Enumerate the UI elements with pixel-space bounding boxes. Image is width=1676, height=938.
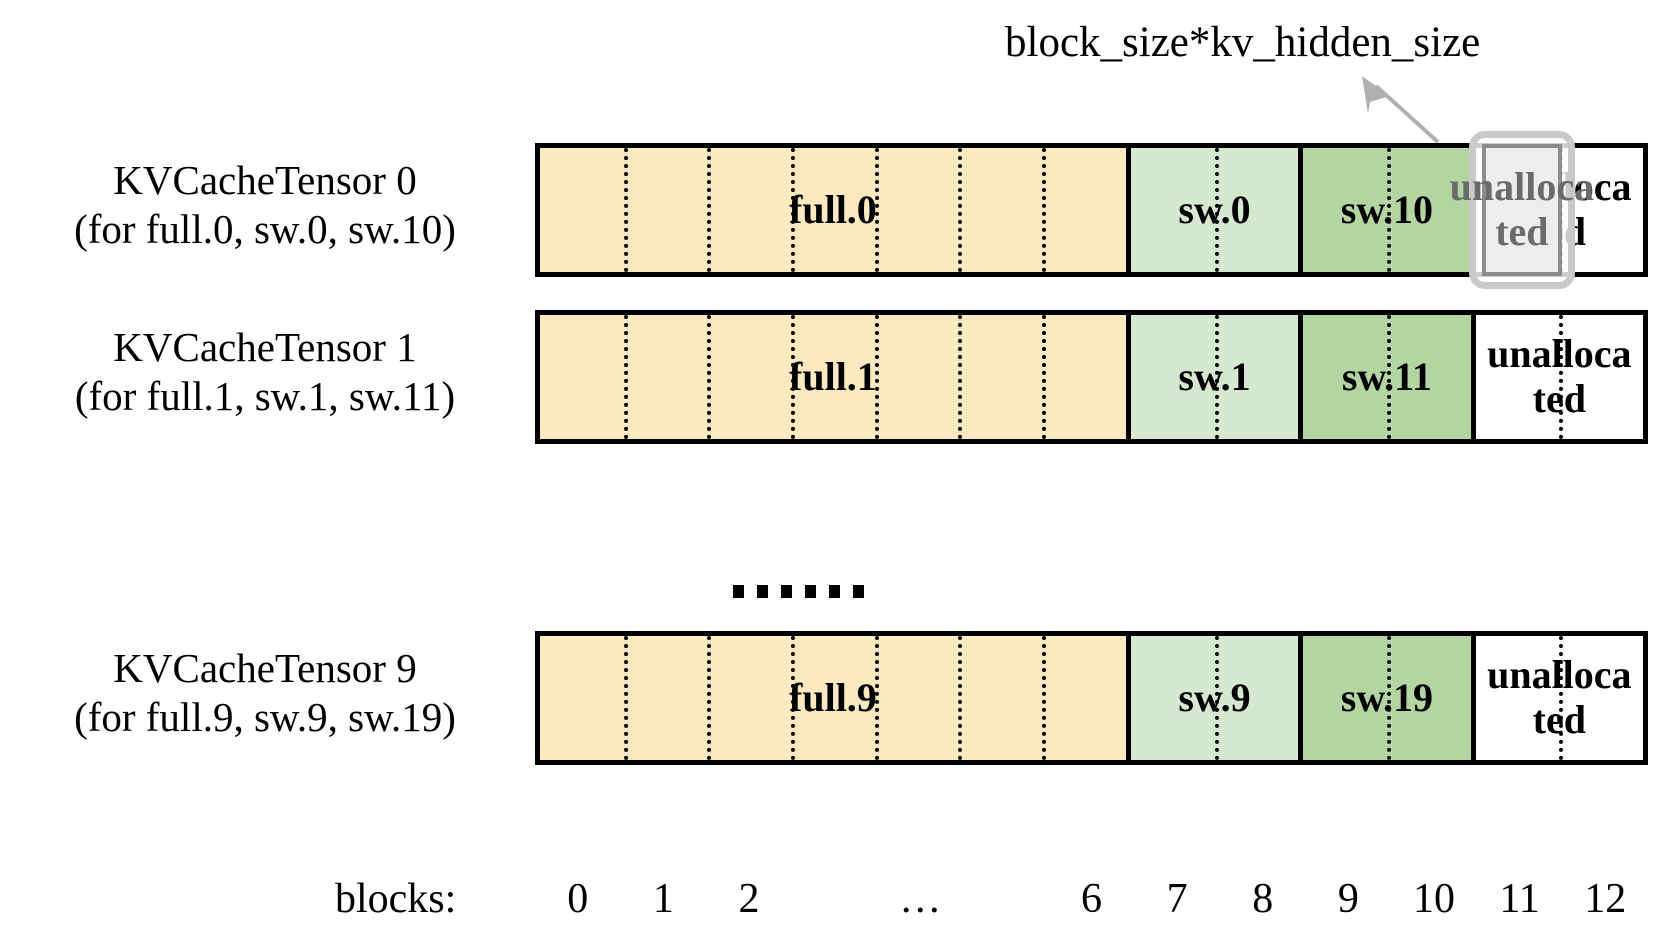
tensor-row-subtitle: (for full.9, sw.9, sw.19) xyxy=(74,694,456,741)
segment-label: full.1 xyxy=(789,353,877,399)
block-divider xyxy=(791,148,796,272)
axis-tick-11: 11 xyxy=(1499,876,1540,922)
block-divider xyxy=(958,636,963,760)
tensor-row-label-0: KVCacheTensor 0(for full.0, sw.0, sw.10) xyxy=(15,156,515,254)
segment-sliding-window: sw.1 xyxy=(1125,315,1299,439)
segment-label: sw.11 xyxy=(1341,353,1432,399)
tensor-row-title: KVCacheTensor 0 xyxy=(113,157,417,203)
block-divider xyxy=(1214,148,1219,272)
axis-tick-12: 12 xyxy=(1584,876,1627,922)
segment-label: unalloca ted xyxy=(1487,331,1632,421)
segment-full: full.0 xyxy=(540,148,1126,272)
block-divider xyxy=(1386,636,1391,760)
segment-label: sw.1 xyxy=(1178,353,1251,399)
tensor-row-subtitle: (for full.1, sw.1, sw.11) xyxy=(74,373,456,420)
block-divider xyxy=(707,636,712,760)
kv-cache-tensor-bar: full.9 sw.9 sw.19 unalloca ted xyxy=(535,631,1648,765)
segment-sliding-window: sw.19 xyxy=(1298,636,1471,760)
block-divider xyxy=(791,636,796,760)
ellipsis-dot xyxy=(781,585,792,598)
block-divider xyxy=(623,315,628,439)
axis-tick-2: 2 xyxy=(738,876,760,922)
axis-tick-ellipsis: … xyxy=(899,876,942,922)
segment-unallocated: unalloca ted xyxy=(1470,148,1644,272)
segment-sliding-window: sw.11 xyxy=(1298,315,1471,439)
segment-sliding-window: sw.0 xyxy=(1125,148,1299,272)
block-divider xyxy=(1042,148,1047,272)
block-divider xyxy=(1042,315,1047,439)
block-divider xyxy=(707,315,712,439)
axis-tick-6: 6 xyxy=(1081,876,1102,922)
kv-cache-tensor-bar: full.1 sw.1 sw.11 unalloca ted xyxy=(535,310,1648,444)
axis-tick-0: 0 xyxy=(567,876,589,922)
rows-omitted-ellipsis xyxy=(733,585,864,598)
tensor-row-title: KVCacheTensor 1 xyxy=(113,324,417,370)
ellipsis-dot xyxy=(757,585,768,598)
annotation-label: block_size*kv_hidden_size xyxy=(1005,19,1481,66)
segment-label: full.0 xyxy=(789,186,877,232)
segment-label: sw.10 xyxy=(1340,186,1434,232)
ellipsis-dot xyxy=(733,585,744,598)
tensor-row-label-1: KVCacheTensor 1(for full.1, sw.1, sw.11) xyxy=(15,323,515,421)
block-divider xyxy=(623,636,628,760)
tensor-row-label-2: KVCacheTensor 9(for full.9, sw.9, sw.19) xyxy=(15,644,515,742)
axis-caption: blocks: xyxy=(335,876,457,922)
segment-unallocated: unalloca ted xyxy=(1470,636,1644,760)
axis-tick-8: 8 xyxy=(1252,876,1274,922)
ellipsis-dot xyxy=(829,585,840,598)
ellipsis-dot xyxy=(853,585,864,598)
block-divider xyxy=(958,148,963,272)
tensor-row-title: KVCacheTensor 9 xyxy=(113,645,417,691)
ellipsis-dot xyxy=(805,585,816,598)
segment-label: sw.0 xyxy=(1178,186,1251,232)
segment-label: unalloca ted xyxy=(1487,164,1632,254)
block-divider xyxy=(623,148,628,272)
segment-label: sw.19 xyxy=(1340,674,1434,720)
block-divider xyxy=(1042,636,1047,760)
axis-tick-1: 1 xyxy=(652,876,674,922)
block-divider xyxy=(707,148,712,272)
block-divider xyxy=(874,315,879,439)
block-divider xyxy=(1214,636,1219,760)
axis-tick-7: 7 xyxy=(1166,876,1188,922)
block-divider xyxy=(1386,148,1391,272)
segment-label: full.9 xyxy=(789,674,877,720)
block-divider xyxy=(791,315,796,439)
segment-unallocated: unalloca ted xyxy=(1470,315,1644,439)
arrow-up-left-icon xyxy=(1362,76,1440,144)
segment-label: sw.9 xyxy=(1178,674,1251,720)
segment-full: full.1 xyxy=(540,315,1126,439)
block-divider xyxy=(1386,315,1391,439)
segment-sliding-window: sw.10 xyxy=(1298,148,1471,272)
tensor-row-subtitle: (for full.0, sw.0, sw.10) xyxy=(74,206,456,253)
kv-cache-tensor-bar: full.0 sw.0 sw.10 unalloca ted xyxy=(535,143,1648,277)
block-divider xyxy=(874,148,879,272)
segment-full: full.9 xyxy=(540,636,1126,760)
segment-sliding-window: sw.9 xyxy=(1125,636,1299,760)
axis-tick-9: 9 xyxy=(1337,876,1359,922)
block-divider xyxy=(1559,315,1564,439)
block-divider xyxy=(958,315,963,439)
block-divider xyxy=(874,636,879,760)
block-divider xyxy=(1214,315,1219,439)
segment-label: unalloca ted xyxy=(1487,652,1632,742)
axis-tick-10: 10 xyxy=(1412,876,1455,922)
block-divider xyxy=(1559,636,1564,760)
